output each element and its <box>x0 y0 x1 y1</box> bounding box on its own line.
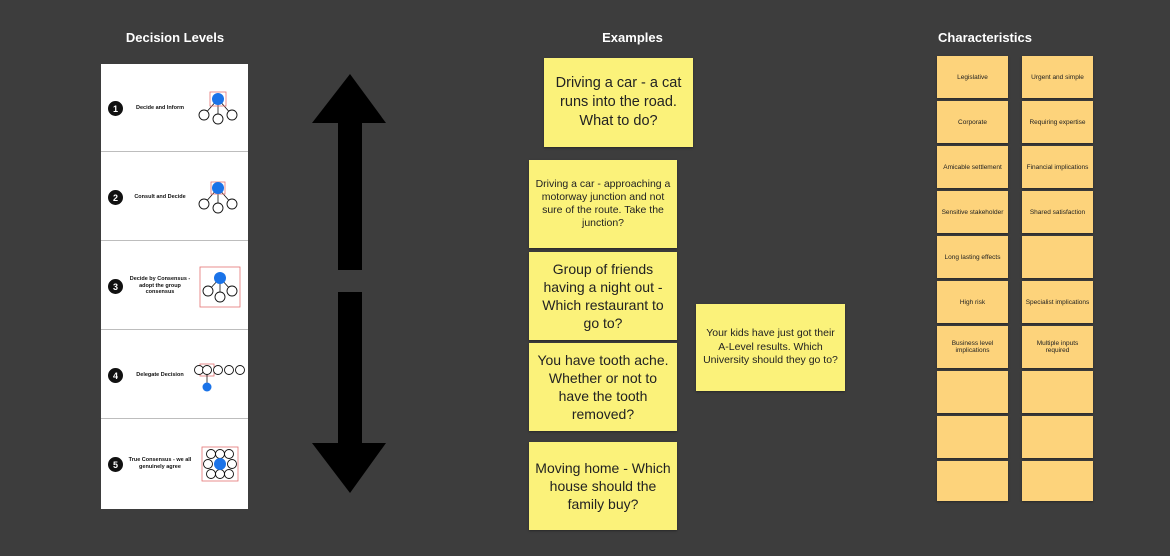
characteristic-sticky[interactable]: High risk <box>937 281 1008 323</box>
heading-decision-levels: Decision Levels <box>125 30 225 45</box>
decision-levels-panel: 1 Decide and Inform 2 Consult and Decide <box>101 64 248 509</box>
level-number: 1 <box>108 101 123 116</box>
example-sticky-note[interactable]: You have tooth ache. Whether or not to h… <box>529 343 677 431</box>
level-label: Delegate Decision <box>136 371 184 378</box>
level-number: 5 <box>108 457 123 472</box>
characteristic-sticky[interactable]: Specialist implications <box>1022 281 1093 323</box>
characteristic-sticky[interactable]: Multiple inputs required <box>1022 326 1093 368</box>
heading-characteristics: Characteristics <box>938 30 1032 45</box>
example-sticky-note[interactable]: Moving home - Which house should the fam… <box>529 442 677 530</box>
characteristic-sticky[interactable]: Corporate <box>937 101 1008 143</box>
characteristic-sticky[interactable]: Sensitive stakeholder <box>937 191 1008 233</box>
consult-diagram-icon <box>198 181 238 214</box>
characteristic-sticky[interactable] <box>1022 236 1093 278</box>
example-sticky-note[interactable]: Your kids have just got their A-Level re… <box>696 304 845 391</box>
level-1[interactable]: 1 Decide and Inform <box>101 64 248 152</box>
characteristic-sticky[interactable]: Business level implications <box>937 326 1008 368</box>
level-5[interactable]: 5 True Consensus - we all genuinely agre… <box>101 420 248 508</box>
characteristic-sticky[interactable]: Requiring expertise <box>1022 101 1093 143</box>
level-number: 4 <box>108 368 123 383</box>
characteristic-sticky[interactable]: Legislative <box>937 56 1008 98</box>
characteristic-sticky[interactable]: Urgent and simple <box>1022 56 1093 98</box>
characteristic-sticky[interactable]: Amicable settlement <box>937 146 1008 188</box>
characteristic-sticky[interactable]: Shared satisfaction <box>1022 191 1093 233</box>
level-2[interactable]: 2 Consult and Decide <box>101 153 248 241</box>
characteristic-sticky[interactable]: Long lasting effects <box>937 236 1008 278</box>
example-sticky-note[interactable]: Group of friends having a night out - Wh… <box>529 252 677 340</box>
level-4[interactable]: 4 Delegate Decision <box>101 331 248 419</box>
heading-examples: Examples <box>602 30 663 45</box>
level-label: Decide by Consensus - adopt the group co… <box>129 275 191 296</box>
level-number: 3 <box>108 279 123 294</box>
example-sticky-note[interactable]: Driving a car - a cat runs into the road… <box>544 58 693 147</box>
consensus-diagram-icon <box>199 266 241 308</box>
hierarchy-diagram-icon <box>198 91 238 125</box>
characteristic-sticky[interactable] <box>1022 461 1093 501</box>
delegate-diagram-icon <box>194 363 245 392</box>
characteristic-sticky[interactable] <box>937 461 1008 501</box>
characteristic-sticky[interactable] <box>937 371 1008 413</box>
level-label: Consult and Decide <box>134 193 186 200</box>
characteristic-sticky[interactable] <box>1022 371 1093 413</box>
level-3[interactable]: 3 Decide by Consensus - adopt the group … <box>101 242 248 330</box>
level-label: True Consensus - we all genuinely agree <box>128 457 192 470</box>
example-sticky-note[interactable]: Driving a car - approaching a motorway j… <box>529 160 677 248</box>
double-headed-arrow-icon <box>312 74 386 493</box>
level-label: Decide and Inform <box>136 104 184 111</box>
true-consensus-diagram-icon <box>201 446 239 482</box>
characteristic-sticky[interactable]: Financial implications <box>1022 146 1093 188</box>
characteristic-sticky[interactable] <box>1022 416 1093 458</box>
characteristic-sticky[interactable] <box>937 416 1008 458</box>
level-number: 2 <box>108 190 123 205</box>
